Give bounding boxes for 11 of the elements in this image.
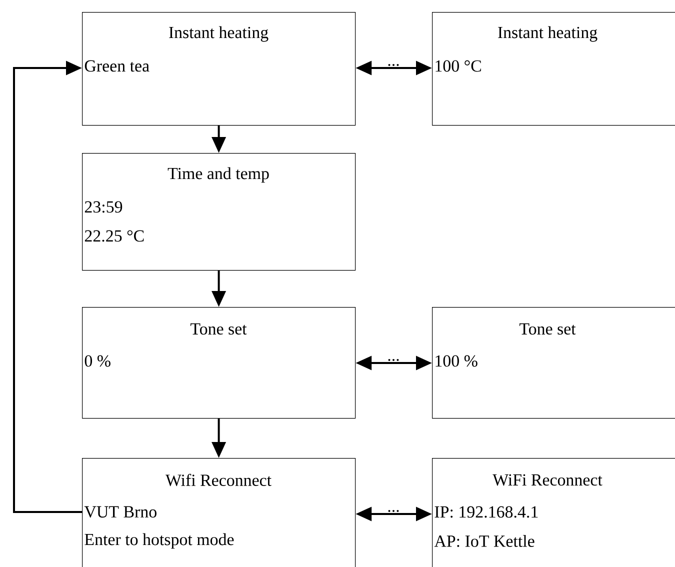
screen-box: Instant heating 100 °C <box>432 12 675 126</box>
screen-box: Time and temp 23:59 22.25 °C <box>82 152 356 271</box>
screen-box: Tone set 100 % <box>432 306 675 419</box>
arrow <box>13 60 82 513</box>
screen-box: Wifi Reconnect VUT Brno Enter to hotspot mode <box>82 458 356 567</box>
edge-label: ... <box>386 509 400 512</box>
edge-label: ... <box>386 64 400 66</box>
screen-box: Instant heating Green tea <box>82 12 356 126</box>
screen-box: Tone set 0 % <box>82 306 356 419</box>
edge-label: ... <box>386 358 400 362</box>
screen-box: WiFi Reconnect IP: 192.168.4.1 AP: IoT Kettle <box>432 458 675 567</box>
